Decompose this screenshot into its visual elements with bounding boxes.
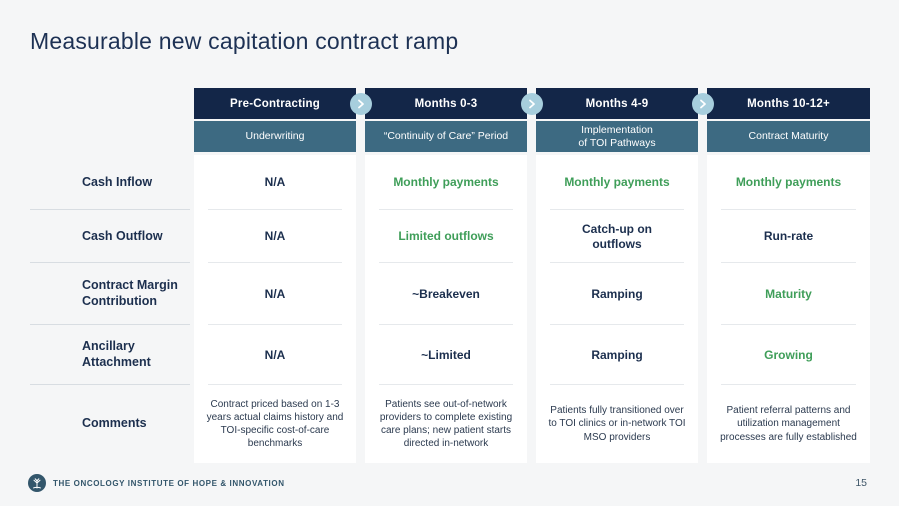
table-cell: Ramping xyxy=(536,325,698,385)
label-row-divider xyxy=(30,262,190,263)
column-card: N/A N/A N/A N/A Contract priced based on 1-3… xyxy=(194,155,356,463)
cell-value: Limited outflows xyxy=(398,229,494,243)
row-label-text: Cash Inflow xyxy=(82,174,153,189)
row-label-text: Cash Outflow xyxy=(82,228,163,243)
table-cell: Run-rate xyxy=(707,210,870,263)
cell-value: Monthly payments xyxy=(564,175,670,189)
table-cell: Maturity xyxy=(707,263,870,325)
phase-header: Months 10-12+ xyxy=(707,88,870,119)
table-cell: Monthly payments xyxy=(365,155,527,210)
comment-cell: Patients see out-of-network providers to… xyxy=(365,385,527,463)
row-divider xyxy=(721,324,856,325)
cell-value: N/A xyxy=(264,229,286,243)
label-row-divider xyxy=(30,384,190,385)
comment-cell: Contract priced based on 1-3 years actua… xyxy=(194,385,356,463)
row-divider xyxy=(379,262,513,263)
cell-value: N/A xyxy=(264,347,286,362)
phase-header: Pre-Contracting xyxy=(194,88,356,119)
table-cell: Monthly payments xyxy=(536,155,698,210)
comment-cell: Patient referral patterns and utilizatio… xyxy=(707,385,870,463)
page-title: Measurable new capitation contract ramp xyxy=(30,28,459,54)
cell-value: Patients see out-of-network providers to… xyxy=(379,398,513,450)
row-divider xyxy=(208,209,342,210)
table-cell: ~Limited xyxy=(365,325,527,385)
row-label: Cash Outflow xyxy=(30,210,192,263)
comment-cell: Patients fully transitioned over to TOI … xyxy=(536,385,698,463)
toi-tree-logo-icon xyxy=(28,474,46,492)
row-divider xyxy=(721,262,856,263)
table-cell: N/A xyxy=(194,263,356,325)
row-label-text: Ancillary Attachment xyxy=(82,339,151,369)
table-cell: ~Breakeven xyxy=(365,263,527,325)
table-cell: Growing xyxy=(707,325,870,385)
cell-value: Ramping xyxy=(591,347,643,362)
row-divider xyxy=(721,384,856,385)
row-divider xyxy=(379,209,513,210)
chevron-right-icon xyxy=(520,92,543,115)
phase-header: Months 4-9 xyxy=(536,88,698,119)
phase-header: Months 0-3 xyxy=(365,88,527,119)
row-label: Comments xyxy=(30,385,192,463)
row-divider xyxy=(550,384,684,385)
page-number: 15 xyxy=(855,477,867,489)
row-divider xyxy=(379,384,513,385)
cell-value: Ramping xyxy=(591,286,643,301)
cell-value: Growing xyxy=(764,347,813,362)
table-cell: Ramping xyxy=(536,263,698,325)
stage-header: Contract Maturity xyxy=(707,121,870,152)
table-cell: N/A xyxy=(194,210,356,263)
label-row-divider xyxy=(30,209,190,210)
stage-header: “Continuity of Care” Period xyxy=(365,121,527,152)
row-divider xyxy=(208,262,342,263)
footer-organization-name: THE ONCOLOGY INSTITUTE OF HOPE & INNOVAT… xyxy=(53,479,285,488)
table-cell: Limited outflows xyxy=(365,210,527,263)
table-cell: Monthly payments xyxy=(707,155,870,210)
cell-value: Patient referral patterns and utilizatio… xyxy=(720,405,857,443)
chevron-right-icon xyxy=(349,92,372,115)
cell-value: Patients fully transitioned over to TOI … xyxy=(548,405,686,443)
row-label: Cash Inflow xyxy=(30,155,192,210)
table-cell: Catch-up on outflows xyxy=(536,210,698,263)
cell-value: Maturity xyxy=(765,286,812,301)
row-label: Contract Margin Contribution xyxy=(30,263,192,325)
row-divider xyxy=(550,324,684,325)
table-cell: N/A xyxy=(194,155,356,210)
cell-value: Monthly payments xyxy=(393,175,499,189)
cell-value: ~Limited xyxy=(421,347,471,362)
stage-header: Underwriting xyxy=(194,121,356,152)
row-divider xyxy=(550,262,684,263)
row-divider xyxy=(379,324,513,325)
label-row-divider xyxy=(30,324,190,325)
row-divider xyxy=(208,324,342,325)
row-divider xyxy=(550,209,684,210)
row-label-text: Comments xyxy=(82,416,147,431)
cell-value: Catch-up on outflows xyxy=(582,221,652,251)
cell-value: N/A xyxy=(264,286,286,301)
cell-value: Run-rate xyxy=(763,229,814,243)
cell-value: N/A xyxy=(264,175,286,189)
cell-value: Monthly payments xyxy=(735,175,842,189)
cell-value: ~Breakeven xyxy=(412,286,480,301)
row-label: Ancillary Attachment xyxy=(30,325,192,385)
row-divider xyxy=(721,209,856,210)
table-cell: N/A xyxy=(194,325,356,385)
row-label-text: Contract Margin Contribution xyxy=(82,278,178,308)
stage-header: Implementation of TOI Pathways xyxy=(536,121,698,152)
row-divider xyxy=(208,384,342,385)
cell-value: Contract priced based on 1-3 years actua… xyxy=(206,398,344,450)
chevron-right-icon xyxy=(691,92,714,115)
